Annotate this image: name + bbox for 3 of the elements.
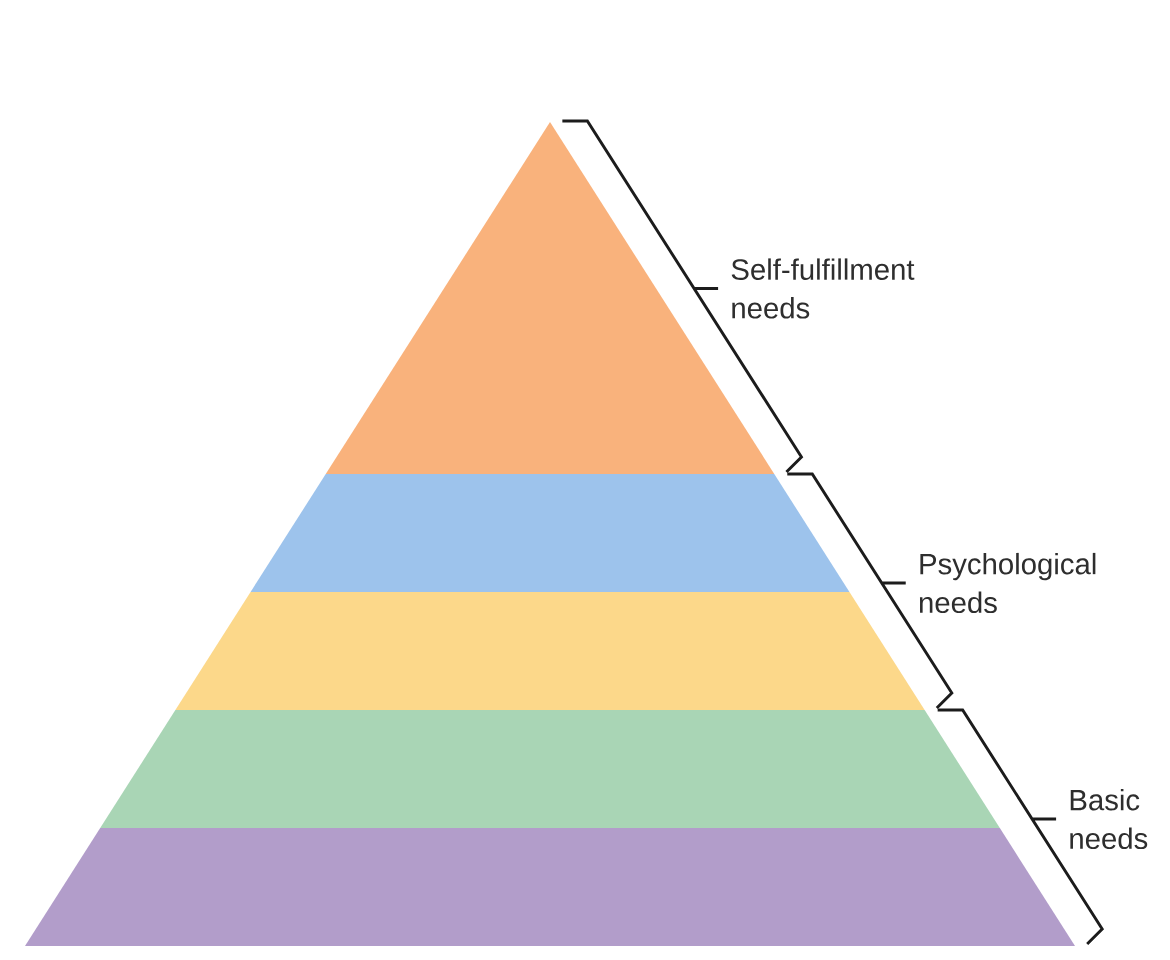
- level-label: Psychological needs: [919, 552, 1096, 614]
- level-label: Basic needs: [1070, 788, 1148, 850]
- level-label: Self-fulfillment needs: [731, 258, 915, 319]
